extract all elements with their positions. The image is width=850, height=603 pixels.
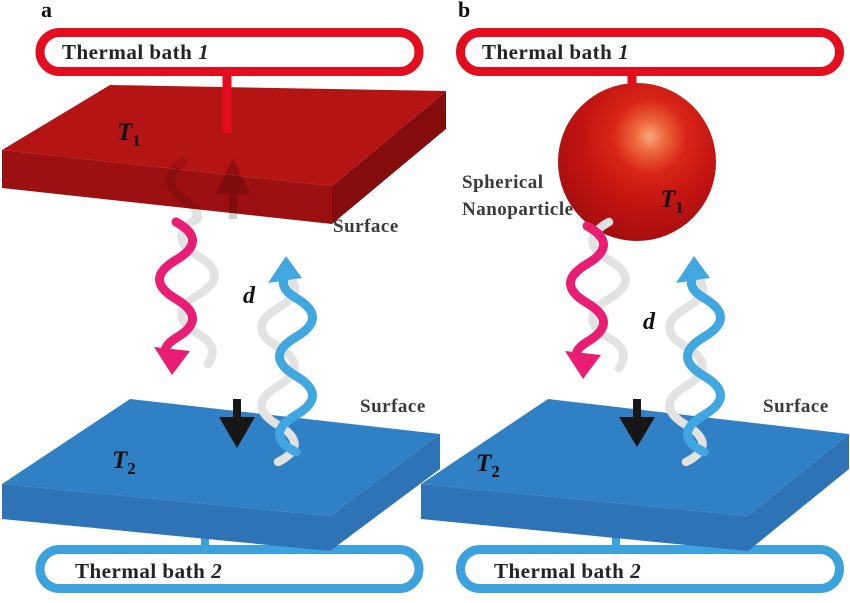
cold-slab-top-face [2, 399, 440, 516]
cold-slab-b [421, 399, 849, 551]
surface-label-top-a: Surface [333, 216, 399, 237]
temperature-hot-symbol-a: T [117, 119, 134, 146]
thermal-bath-cold-box-a [35, 545, 424, 593]
hot-slab-front-face [2, 150, 332, 224]
photon-exchange-b [565, 217, 725, 467]
photon-hot-arrowhead-b [565, 351, 601, 379]
temperature-hot-subscript-b: 1 [675, 198, 684, 217]
temperature-hot-subscript-a: 1 [132, 131, 141, 150]
absorption-arrow-a [219, 399, 255, 448]
temperature-cold-label-b: T2 [476, 450, 500, 481]
photon-cold-arrowhead-b [676, 256, 710, 283]
gap-distance-label-b: d [643, 309, 656, 335]
temperature-cold-subscript-a: 2 [127, 459, 136, 478]
temperature-cold-symbol-b: T [476, 450, 493, 477]
temperature-cold-symbol-a: T [112, 447, 129, 474]
photon-hot-arrowhead-a [154, 347, 190, 375]
thermal-bath-hot-box-a [35, 28, 424, 76]
hot-slab-a [2, 85, 446, 224]
thermal-bath-cold-box-b [456, 545, 844, 593]
photon-cold-wave-up-b [683, 271, 725, 457]
cold-slab-side-face-b [748, 434, 849, 551]
surface-label-bottom-a: Surface [360, 396, 426, 417]
cold-slab-a [2, 399, 440, 551]
bath-hot-number-a: 1 [198, 40, 209, 64]
cold-slab-side-face [330, 434, 440, 551]
thermal-bath-hot-box-b [456, 28, 844, 76]
hot-slab-side-face [332, 91, 446, 224]
cold-slab-top-face-b [421, 399, 849, 516]
bath-hot-number-b: 1 [618, 40, 629, 64]
bath-cold-number-a: 2 [210, 559, 222, 583]
surface-label-b: Surface [763, 396, 829, 417]
photon-hot-wave-down-b [566, 221, 608, 362]
bath-cold-name-b: Thermal bath [494, 559, 624, 583]
absorption-arrow-b [619, 399, 655, 447]
panel-b-label: b [458, 0, 470, 22]
temperature-cold-label-a: T2 [112, 447, 136, 478]
bath-hot-name-a: Thermal bath [62, 40, 192, 64]
gap-distance-label-a: d [243, 283, 256, 309]
temperature-hot-label-b: T1 [660, 186, 684, 217]
bath-hot-name-b: Thermal bath [482, 40, 612, 64]
photon-hot-wave-down-a [155, 217, 197, 358]
nanoparticle-sphere [558, 83, 716, 241]
slab-internal-arrow-silhouette-a [216, 158, 250, 219]
photon-cold-arrowhead-a [268, 256, 302, 283]
nanoparticle-name-line1: Spherical [462, 172, 544, 193]
temperature-hot-symbol-b: T [660, 186, 677, 213]
photon-exchange-a [154, 213, 317, 467]
photon-trail-down-a [177, 213, 219, 369]
photon-cold-wave-up-a [275, 271, 317, 457]
bath-cold-number-b: 2 [629, 559, 641, 583]
nanoparticle-name-line2: Nanoparticle [462, 199, 574, 220]
panel-a-label: a [41, 0, 52, 22]
temperature-cold-subscript-b: 2 [491, 462, 500, 481]
cold-slab-front-face [2, 484, 330, 551]
photon-trail-down-b [588, 217, 630, 373]
temperature-hot-label-a: T1 [117, 119, 141, 150]
bath-cold-name-a: Thermal bath [75, 559, 205, 583]
hot-slab-top-face [2, 85, 446, 186]
cold-slab-front-face-b [421, 484, 748, 551]
